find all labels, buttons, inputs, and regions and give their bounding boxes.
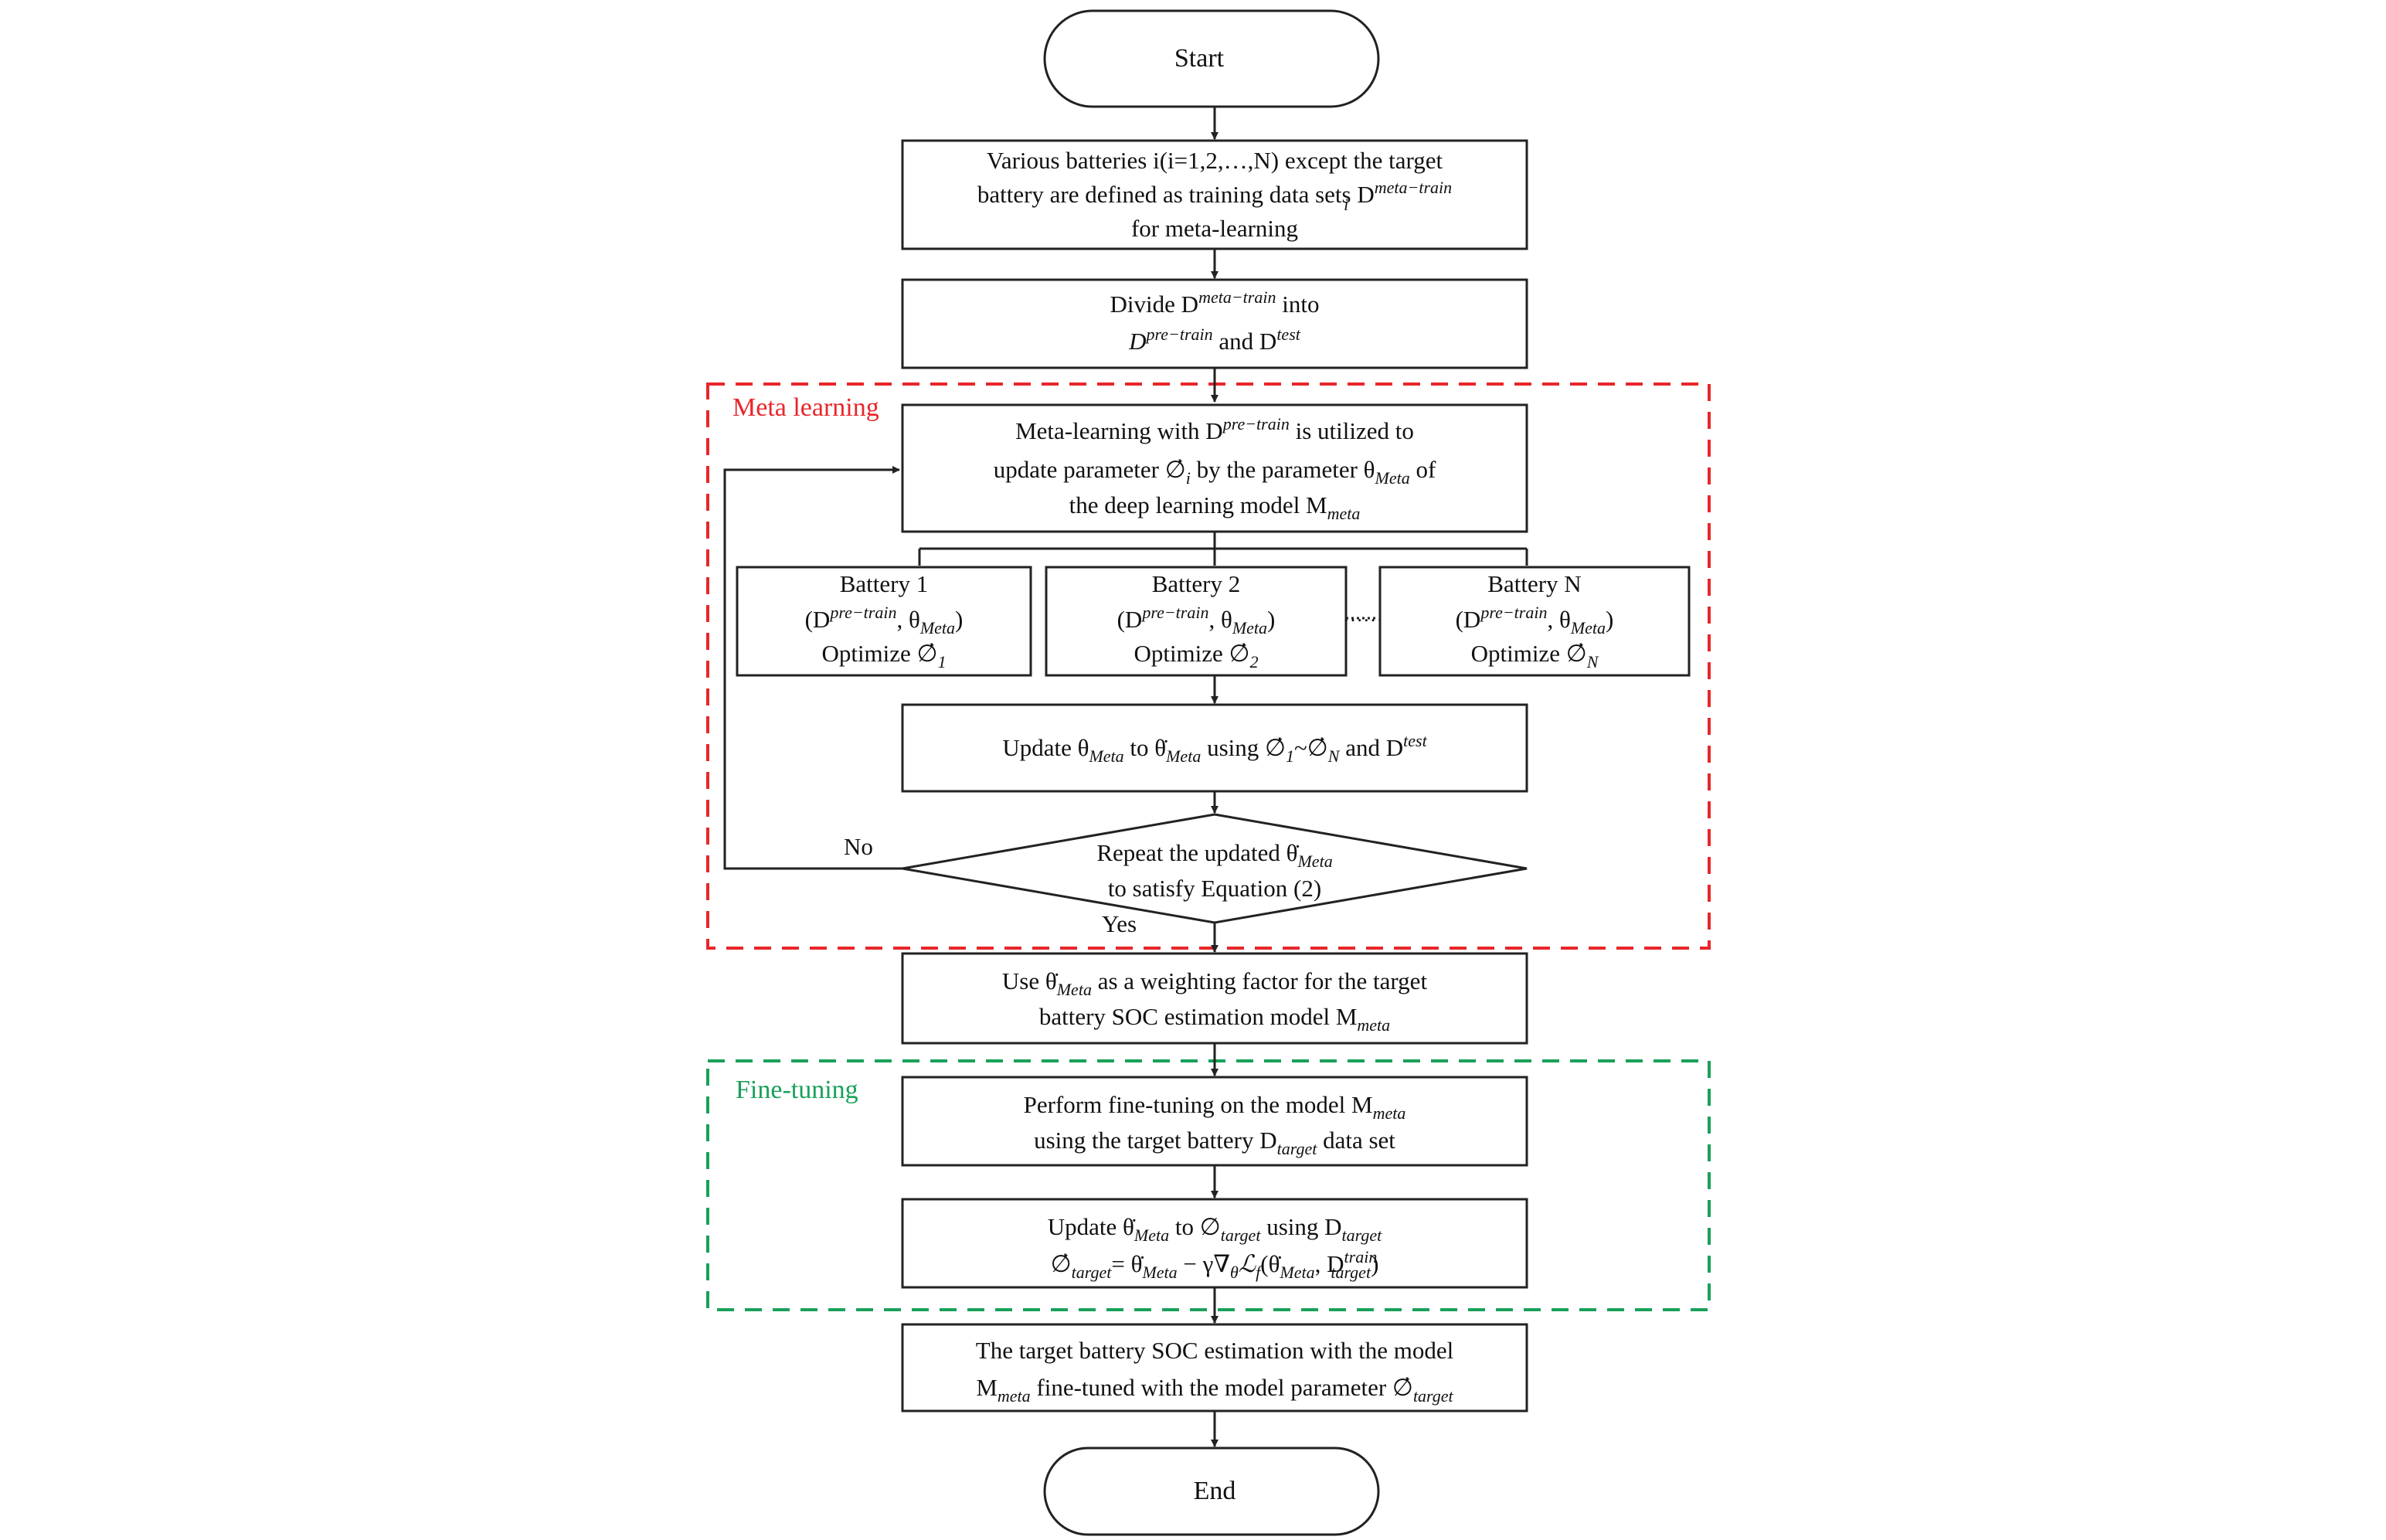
define-line-3: for meta-learning bbox=[1131, 215, 1298, 242]
repeat-decision-diamond: Repeat the updated θ̇Meta to satisfy Equ… bbox=[902, 813, 1528, 924]
use-weight-line-1: Use θ̇Meta as a weighting factor for the… bbox=[1002, 967, 1428, 999]
finetune-line-2: using the target battery Dtarget data se… bbox=[1034, 1127, 1395, 1158]
final-line-1: The target battery SOC estimation with t… bbox=[976, 1337, 1453, 1364]
meta-learning-update-box: Meta-learning with Dpre−train is utilize… bbox=[901, 403, 1528, 533]
divide-box: Divide Dmeta−train into Dpre−train and D… bbox=[901, 278, 1528, 369]
connectors bbox=[723, 107, 1528, 1447]
battery-1-box: Battery 1 (Dpre−train, θMeta) Optimize ∅… bbox=[736, 566, 1032, 677]
battery-n-box: Battery N (Dpre−train, θMeta) Optimize ∅… bbox=[1378, 566, 1691, 677]
battery-2-title: Battery 2 bbox=[1152, 570, 1241, 597]
start-terminal: Start bbox=[1043, 9, 1380, 108]
decision-no-label: No bbox=[844, 833, 873, 860]
battery-ellipsis: …… bbox=[1343, 603, 1383, 626]
update-target-line-1: Update θ̇Meta to ∅target using Dtarget bbox=[1048, 1213, 1382, 1245]
decision-line-1: Repeat the updated θ̇Meta bbox=[1096, 839, 1332, 871]
start-label: Start bbox=[1174, 44, 1225, 73]
update-theta-meta-box: Update θMeta to θ̇Meta using ∅̇1~∅̇N and… bbox=[901, 703, 1528, 793]
battery-n-title: Battery N bbox=[1487, 570, 1581, 597]
final-line-2: Mmeta fine-tuned with the model paramete… bbox=[976, 1374, 1453, 1406]
battery-1-optimize: Optimize ∅̇1 bbox=[821, 640, 946, 671]
define-line-2: battery are defined as training data set… bbox=[977, 178, 1452, 214]
use-weight-line-2: battery SOC estimation model Mmeta bbox=[1039, 1003, 1390, 1035]
battery-2-box: Battery 2 (Dpre−train, θMeta) Optimize ∅… bbox=[1045, 566, 1348, 677]
end-terminal: End bbox=[1043, 1447, 1380, 1536]
battery-1-data: (Dpre−train, θMeta) bbox=[805, 603, 964, 637]
end-label: End bbox=[1194, 1477, 1236, 1505]
divide-line-2: Dpre−train and Dtest bbox=[1128, 325, 1301, 355]
meta-step-line-2: update parameter ∅̇i by the parameter θM… bbox=[994, 456, 1436, 488]
battery-2-data: (Dpre−train, θMeta) bbox=[1117, 603, 1276, 637]
battery-2-optimize: Optimize ∅̇2 bbox=[1134, 640, 1258, 671]
decision-yes-label: Yes bbox=[1102, 910, 1137, 937]
define-training-sets-box: Various batteries i(i=1,2,…,N) except th… bbox=[901, 139, 1528, 250]
define-line-1: Various batteries i(i=1,2,…,N) except th… bbox=[987, 147, 1443, 174]
fine-tuning-region-label: Fine-tuning bbox=[736, 1076, 858, 1104]
battery-n-optimize: Optimize ∅̇N bbox=[1471, 640, 1599, 671]
battery-n-data: (Dpre−train, θMeta) bbox=[1456, 603, 1614, 637]
perform-fine-tuning-box: Perform fine-tuning on the model Mmeta u… bbox=[901, 1076, 1528, 1167]
finetune-line-1: Perform fine-tuning on the model Mmeta bbox=[1024, 1091, 1406, 1123]
final-estimation-box: The target battery SOC estimation with t… bbox=[901, 1323, 1528, 1413]
divide-line-1: Divide Dmeta−train into bbox=[1110, 287, 1320, 318]
decision-line-2: to satisfy Equation (2) bbox=[1108, 875, 1321, 902]
meta-step-line-3: the deep learning model Mmeta bbox=[1069, 491, 1361, 523]
fine-tuning-region bbox=[706, 1059, 1711, 1311]
update-target-box: Update θ̇Meta to ∅target using Dtarget ∅… bbox=[901, 1198, 1528, 1289]
meta-step-line-1: Meta-learning with Dpre−train is utilize… bbox=[1015, 414, 1414, 444]
battery-1-title: Battery 1 bbox=[840, 570, 929, 597]
meta-learning-region-label: Meta learning bbox=[732, 393, 879, 422]
update-theta-line: Update θMeta to θ̇Meta using ∅̇1~∅̇N and… bbox=[1002, 731, 1427, 766]
use-weighting-factor-box: Use θ̇Meta as a weighting factor for the… bbox=[901, 952, 1528, 1045]
meta-learning-region bbox=[706, 382, 1711, 950]
